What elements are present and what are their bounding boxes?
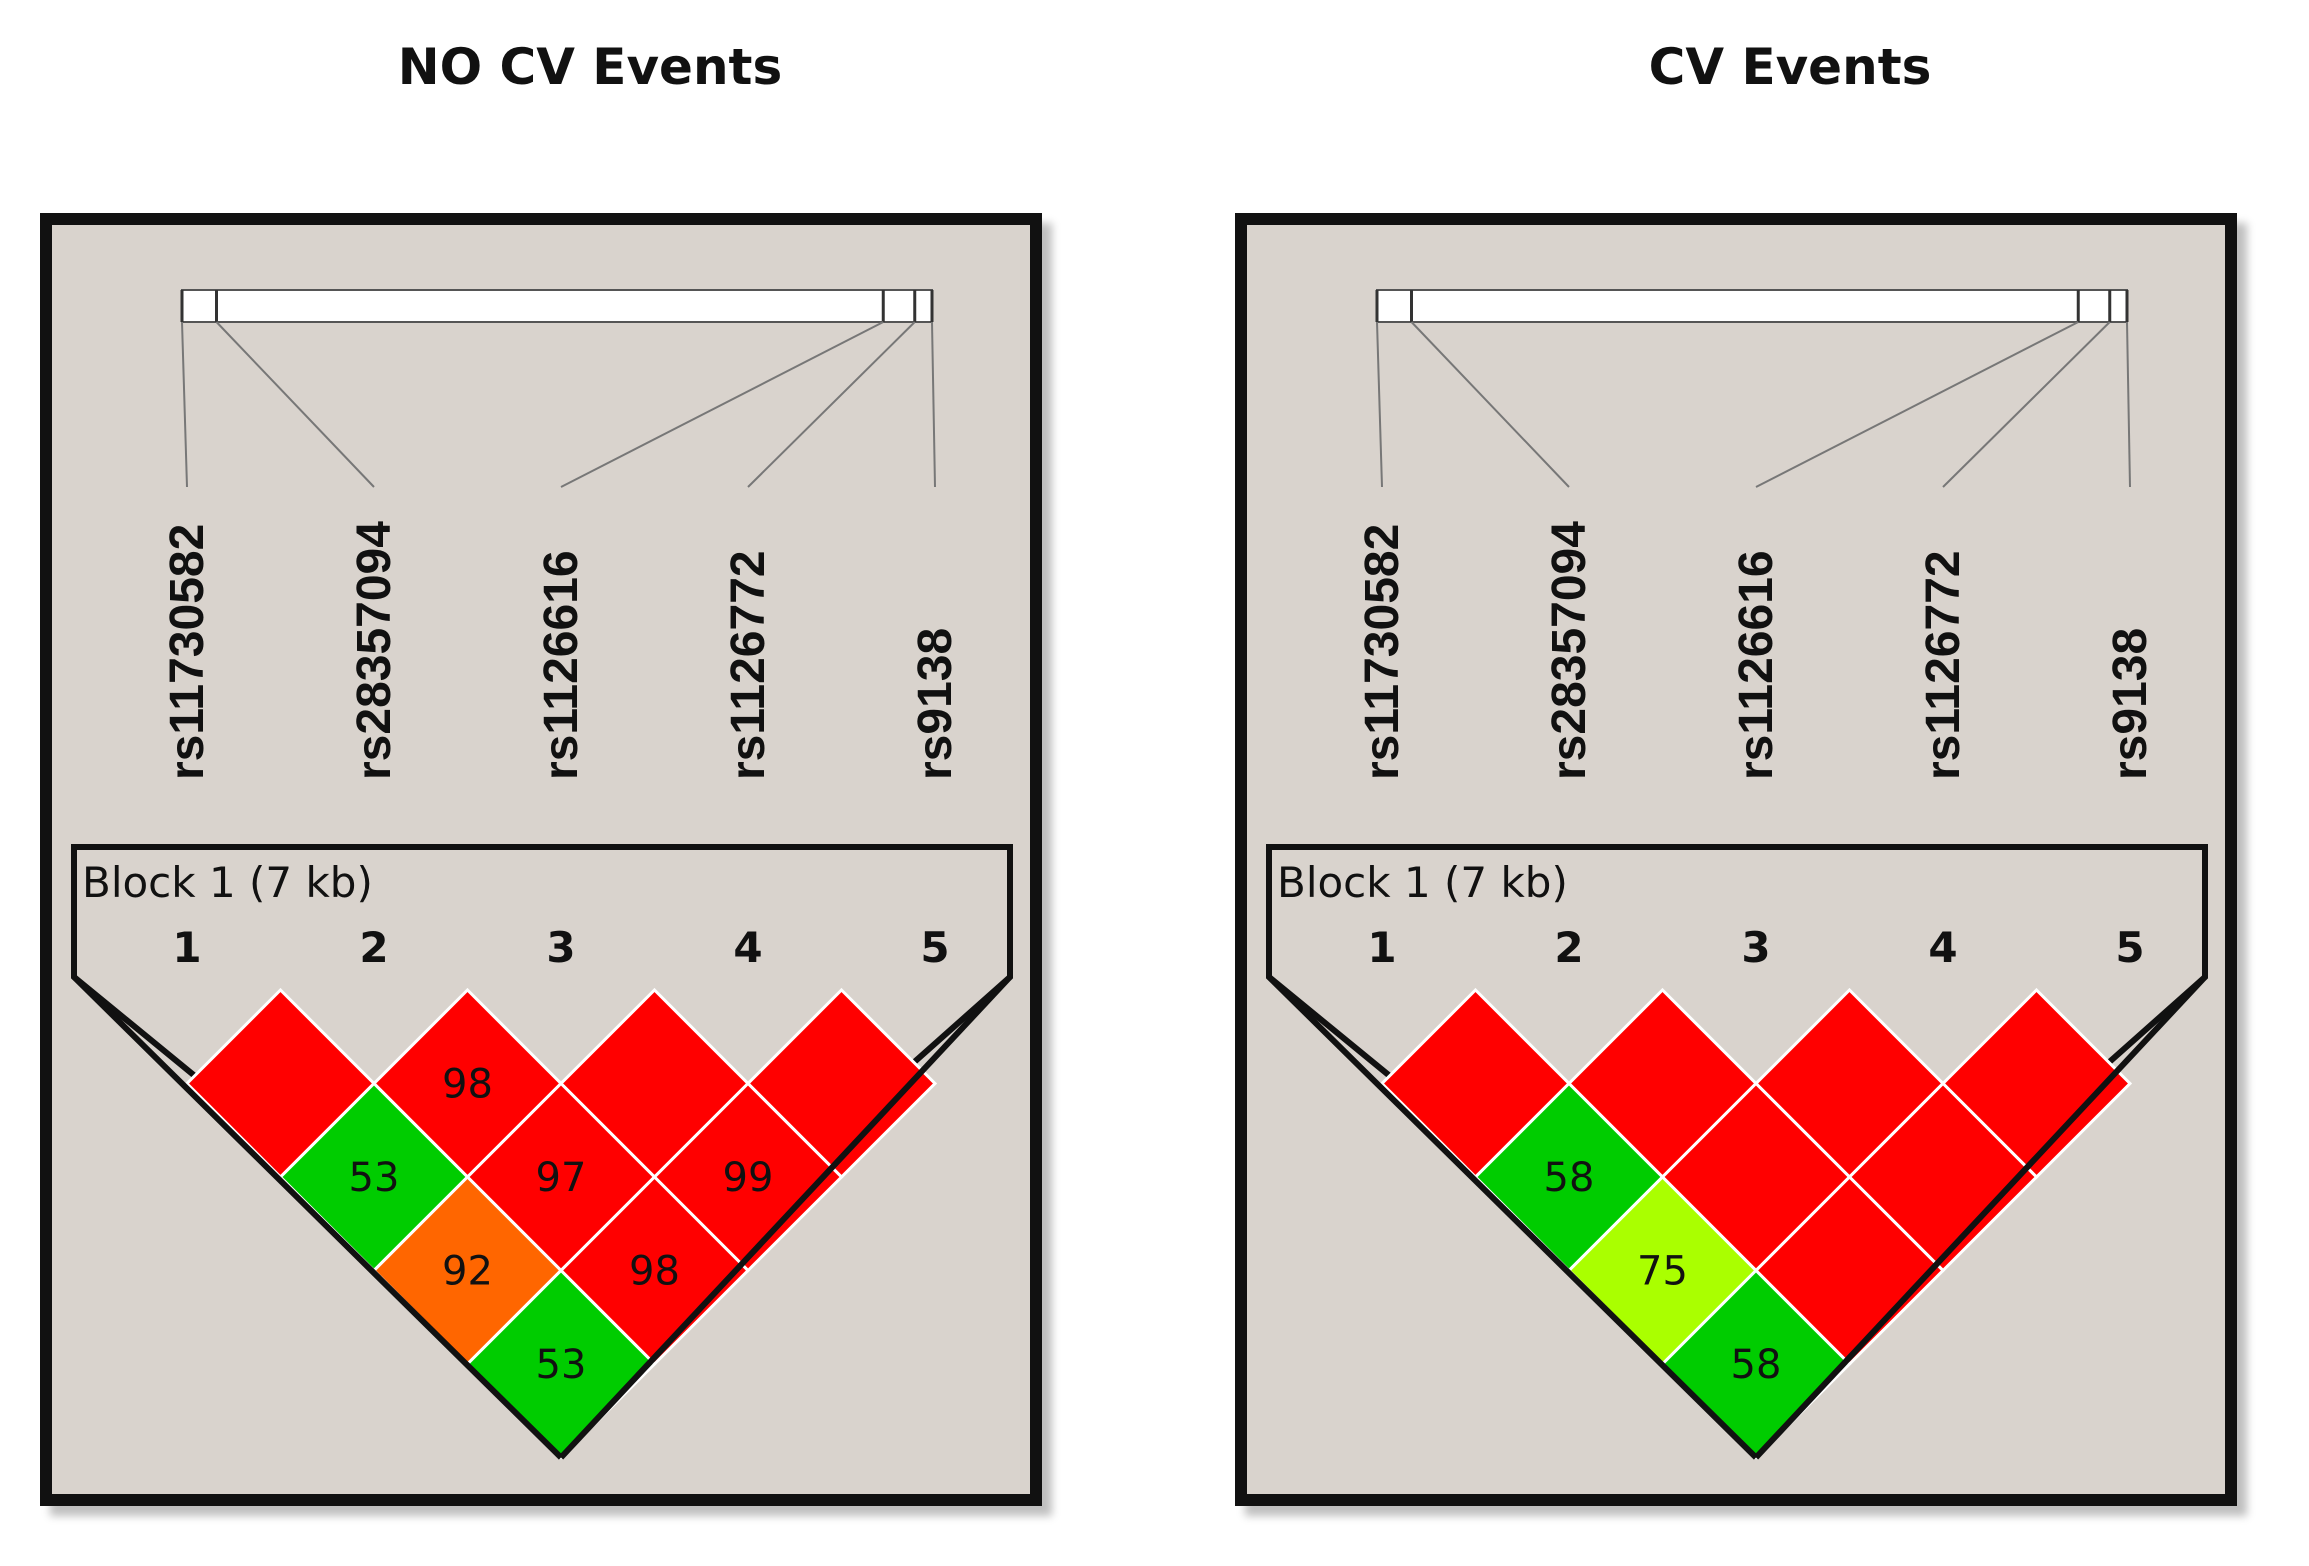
gene-map-bar <box>1376 289 2128 323</box>
block-outline-left-edge <box>1266 974 1759 1460</box>
ld-cell-value: 98 <box>629 1249 680 1295</box>
snp-connector-line <box>215 321 375 488</box>
ld-cell-value: 92 <box>442 1249 493 1295</box>
snp-connector-line <box>2126 321 2131 488</box>
snp-label: rs9138 <box>909 628 962 780</box>
panel-title-cv-events: CV Events <box>1648 38 1932 96</box>
snp-label: rs9138 <box>2104 628 2157 780</box>
snp-label: rs28357094 <box>348 521 401 780</box>
snp-label: rs28357094 <box>1543 521 1596 780</box>
ld-cell-value: 53 <box>536 1342 587 1388</box>
marker-index: 4 <box>733 923 762 972</box>
snp-connector-line <box>1755 321 2079 488</box>
snp-label: rs11730582 <box>161 524 214 780</box>
snp-connector-line <box>931 321 936 488</box>
panel-title-no-cv-events: NO CV Events <box>397 38 783 96</box>
marker-index: 5 <box>2115 923 2144 972</box>
snp-connector-line <box>181 321 188 488</box>
block-outline-right-edge <box>1753 974 2208 1460</box>
snp-label: rs1126616 <box>535 550 588 780</box>
ld-cell-value: 58 <box>1544 1155 1595 1201</box>
block-label: Block 1 (7 kb) <box>82 858 373 907</box>
snp-label: rs11730582 <box>1356 524 1409 780</box>
ld-cell-value: 98 <box>442 1062 493 1108</box>
snp-label: rs1126616 <box>1730 550 1783 780</box>
snp-connector-line <box>1942 321 2111 488</box>
snp-label: rs1126772 <box>722 550 775 780</box>
ld-cell-value: 99 <box>723 1155 774 1201</box>
marker-index: 2 <box>359 923 388 972</box>
snp-connector-line <box>560 321 884 488</box>
ld-cell-value: 75 <box>1637 1249 1688 1295</box>
marker-index: 1 <box>1367 923 1396 972</box>
block-outline-right-edge <box>558 974 1013 1460</box>
gene-map-bar <box>181 289 933 323</box>
ld-plot-cv-events: rs11730582 rs28357094 rs1126616 rs1126772 rs… <box>1266 289 2208 1460</box>
marker-index: 3 <box>546 923 575 972</box>
marker-index: 5 <box>920 923 949 972</box>
snp-label: rs1126772 <box>1917 550 1970 780</box>
marker-index: 1 <box>172 923 201 972</box>
ld-cell-value: 97 <box>536 1155 587 1201</box>
block-outline-left-edge <box>71 974 564 1460</box>
ld-plot-panel-no-cv-events: rs11730582 rs28357094 rs1126616 rs1126772 rs… <box>40 213 1042 1506</box>
snp-connector-line <box>1376 321 1383 488</box>
ld-cell-value: 58 <box>1731 1342 1782 1388</box>
block-label: Block 1 (7 kb) <box>1277 858 1568 907</box>
ld-cell-value: 53 <box>349 1155 400 1201</box>
marker-index: 3 <box>1741 923 1770 972</box>
snp-connector-line <box>1410 321 1570 488</box>
marker-index: 4 <box>1928 923 1957 972</box>
marker-index: 2 <box>1554 923 1583 972</box>
ld-plot-panel-cv-events: rs11730582 rs28357094 rs1126616 rs1126772 rs… <box>1235 213 2237 1506</box>
snp-connector-line <box>747 321 916 488</box>
ld-plot-no-cv-events: rs11730582 rs28357094 rs1126616 rs1126772 rs… <box>71 289 1013 1460</box>
